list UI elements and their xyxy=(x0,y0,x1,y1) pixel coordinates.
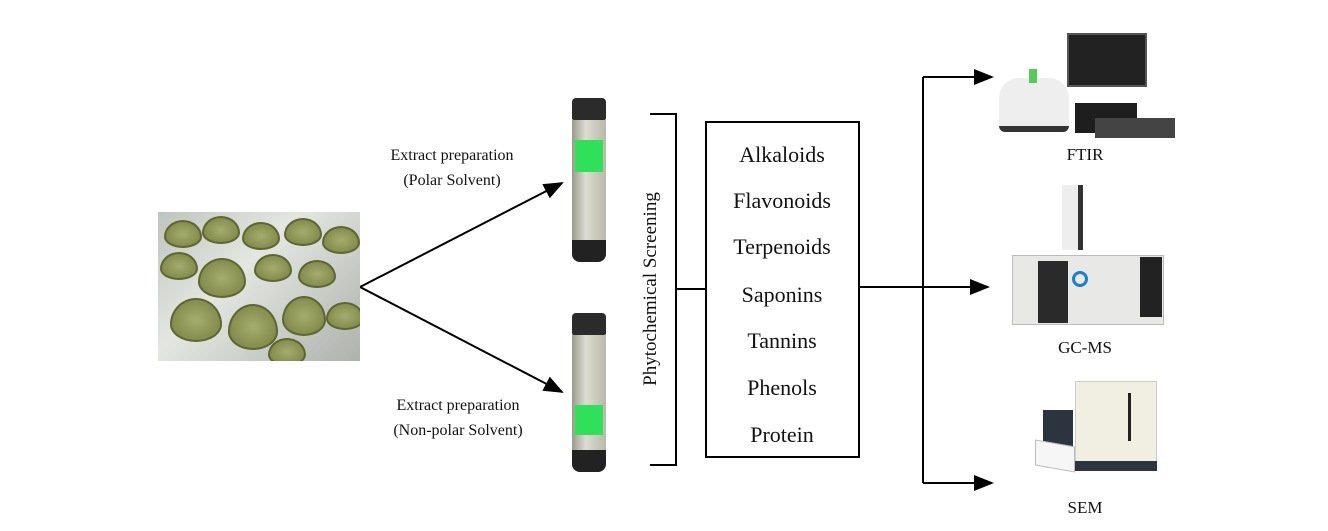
compound-item: Flavonoids xyxy=(733,188,831,213)
compound-item: Tannins xyxy=(747,328,817,353)
compound-item: Alkaloids xyxy=(739,142,825,167)
compound-item: Saponins xyxy=(741,282,823,307)
dried-slices-photo xyxy=(158,212,360,361)
sem-label: SEM xyxy=(1067,498,1103,517)
nonpolar-extract-vial xyxy=(572,313,606,472)
polar-extract-label: Extract preparation (Polar Solvent) xyxy=(390,147,514,189)
compound-item: Protein xyxy=(750,422,814,447)
compounds-box xyxy=(705,121,860,458)
ftir-instrument-image xyxy=(995,33,1175,138)
nonpolar-extract-label: Extract preparation (Non-polar Solvent) xyxy=(393,397,523,439)
ftir-label: FTIR xyxy=(1066,145,1104,164)
compound-item: Terpenoids xyxy=(733,234,831,259)
arrow-to-polar xyxy=(359,182,564,288)
sem-instrument-image xyxy=(1035,375,1160,475)
arrow-to-nonpolar xyxy=(359,286,564,393)
compound-item: Phenols xyxy=(747,375,817,400)
gcms-instrument-image xyxy=(1012,185,1167,327)
polar-extract-vial xyxy=(572,98,606,262)
gcms-label: GC-MS xyxy=(1058,338,1112,357)
screening-label: Phytochemical Screening xyxy=(640,192,661,386)
branch-line xyxy=(859,77,924,483)
screening-bracket xyxy=(650,113,705,466)
